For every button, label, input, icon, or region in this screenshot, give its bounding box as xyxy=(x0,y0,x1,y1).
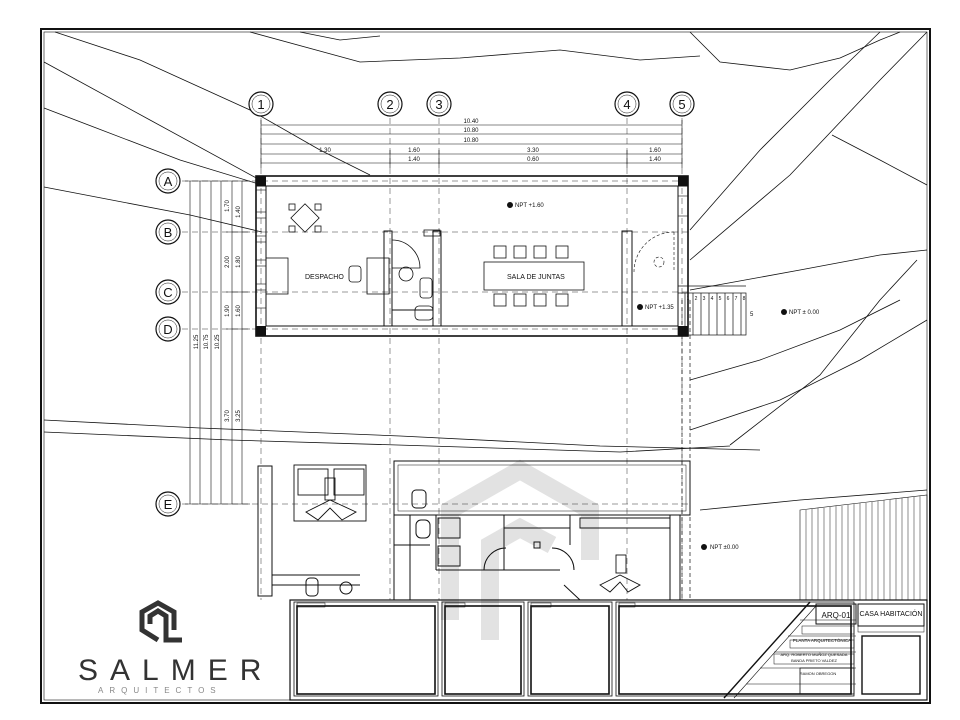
grid-label-row-c: C xyxy=(163,285,172,300)
room-label-meeting: SALA DE JUNTAS xyxy=(507,274,565,281)
title-block-strip xyxy=(289,599,928,701)
meeting-table xyxy=(483,245,585,307)
dim-seg-a-1: 1.30 xyxy=(319,148,331,154)
level-markers: NPT +1.60 NPT +1.35 NPT ± 0.00 NPT ±0.00 xyxy=(507,202,820,551)
vertical-dimensions xyxy=(185,180,250,505)
grid-bubble-col-4: 4 xyxy=(614,91,640,117)
grid-label-col-5: 5 xyxy=(678,97,685,112)
level-landing: NPT +1.35 xyxy=(645,305,674,311)
drawing-title: PLANTA ARQUITECTÓNICA xyxy=(793,637,851,643)
logo-wordmark: SALMER xyxy=(78,654,274,687)
step-last: 5 xyxy=(750,312,754,318)
level-upper: NPT +1.60 xyxy=(515,203,544,209)
author-name: ARQ. ROBERTO MUÑOZ QUESADA xyxy=(781,652,848,657)
dim-total-1: 10.40 xyxy=(463,119,479,125)
level-marker-lower: NPT ±0.00 xyxy=(701,544,739,551)
column-grid-bubbles: 1 2 3 4 5 xyxy=(248,91,695,117)
dim-v-1: 1.40 xyxy=(236,206,242,218)
grid-label-row-b: B xyxy=(164,225,173,240)
dim-v-9: 10.25 xyxy=(215,334,221,350)
room-label-office: DESPACHO xyxy=(305,274,344,281)
grid-label-row-d: D xyxy=(163,322,172,337)
dim-seg-a-3: 3.30 xyxy=(527,148,539,154)
stairs xyxy=(677,285,747,600)
row-grid-bubbles: A B C D E xyxy=(155,168,181,517)
office-furniture xyxy=(265,203,390,295)
plant-symbol xyxy=(288,203,322,233)
grid-bubble-row-b: B xyxy=(155,219,181,245)
step-1: 1 xyxy=(687,296,690,302)
dim-seg-a-2: 1.60 xyxy=(408,148,420,154)
grid-bubble-col-5: 5 xyxy=(669,91,695,117)
grid-bubble-row-d: D xyxy=(155,316,181,342)
lower-floor-walls xyxy=(257,460,691,601)
step-6: 6 xyxy=(727,296,730,302)
step-7: 7 xyxy=(735,296,738,302)
horizontal-dimensions xyxy=(260,120,683,168)
step-8: 8 xyxy=(743,296,746,302)
dim-v-6: 1.90 xyxy=(225,305,231,317)
grid-bubble-col-1: 1 xyxy=(248,91,274,117)
grid-label-col-4: 4 xyxy=(623,97,630,112)
salmer-logo-mark xyxy=(139,600,182,643)
grid-label-row-a: A xyxy=(164,174,173,189)
grid-bubble-row-a: A xyxy=(155,168,181,194)
sheet-code: ARQ-01 xyxy=(822,611,851,620)
level-marker-landing: NPT +1.35 xyxy=(637,304,674,311)
sheet-border xyxy=(40,28,931,704)
dim-seg-b-1: 1.40 xyxy=(408,157,420,163)
logo-tagline: ARQUITECTOS xyxy=(98,686,222,695)
stair-step-labels: 1 2 3 4 5 6 7 8 5 xyxy=(687,296,754,318)
grid-label-col-3: 3 xyxy=(435,97,442,112)
grid-bubble-row-c: C xyxy=(155,279,181,305)
reviewer-name: BANDA PRIETO VALDEZ xyxy=(791,658,837,663)
step-3: 3 xyxy=(703,296,706,302)
terrain-contours xyxy=(43,31,928,511)
dim-v-10: 10.75 xyxy=(204,334,210,350)
door-swing xyxy=(633,231,675,273)
dim-v-4: 2.00 xyxy=(225,256,231,268)
dim-seg-b-3: 1.40 xyxy=(649,157,661,163)
dim-v-11: 11.25 xyxy=(194,334,200,349)
dim-v-2: 1.70 xyxy=(225,200,231,212)
bathroom-fixtures xyxy=(391,229,441,321)
upper-floor-walls xyxy=(255,175,689,337)
grid-label-col-1: 1 xyxy=(257,97,264,112)
level-ground: NPT ± 0.00 xyxy=(789,310,820,316)
lounge-chairs xyxy=(293,464,641,593)
step-5: 5 xyxy=(719,296,722,302)
grid-bubble-col-2: 2 xyxy=(377,91,403,117)
dim-v-7: 3.25 xyxy=(236,410,242,422)
grid-label-row-e: E xyxy=(164,497,173,512)
dim-seg-a-4: 1.60 xyxy=(649,148,661,154)
dim-v-5: 1.60 xyxy=(236,305,242,317)
horizontal-dimension-labels: 10.40 10.80 10.80 1.30 1.60 3.30 1.60 1.… xyxy=(319,119,661,163)
project-name: CASA HABITACIÓN xyxy=(860,609,923,618)
grid-bubble-row-e: E xyxy=(155,491,181,517)
watermark-logo xyxy=(441,459,599,640)
owner-name: RAMON OBREGON xyxy=(800,671,837,676)
dim-total-2: 10.80 xyxy=(463,128,479,134)
grid-axes xyxy=(182,118,690,600)
vertical-dimension-labels: 1.40 1.70 1.80 2.00 1.60 1.90 3.25 3.70 … xyxy=(194,200,242,422)
level-marker-upper: NPT +1.60 xyxy=(507,202,544,209)
grid-bubble-col-3: 3 xyxy=(426,91,452,117)
dim-v-8: 3.70 xyxy=(225,410,231,422)
hatch-area xyxy=(799,494,928,601)
step-4: 4 xyxy=(711,296,714,302)
level-lower: NPT ±0.00 xyxy=(710,545,739,551)
step-2: 2 xyxy=(695,296,698,302)
dim-v-3: 1.80 xyxy=(236,256,242,268)
dim-seg-b-2: 0.60 xyxy=(527,157,539,163)
level-marker-ground: NPT ± 0.00 xyxy=(781,309,820,316)
dim-total-3: 10.80 xyxy=(463,138,479,144)
grid-label-col-2: 2 xyxy=(386,97,393,112)
